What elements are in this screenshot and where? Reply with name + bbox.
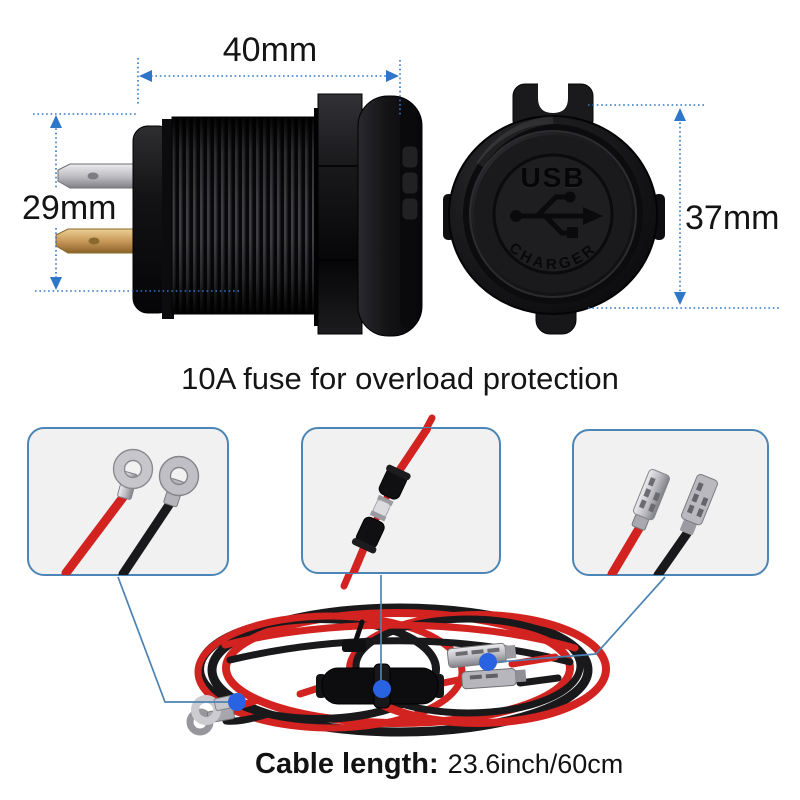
marker-dot xyxy=(373,680,391,698)
rear-collar xyxy=(162,119,174,319)
arrowhead-down xyxy=(674,292,686,305)
front-bezel-side xyxy=(357,95,423,337)
mounting-nut xyxy=(317,93,363,335)
cover-ring-highlight xyxy=(469,130,637,298)
callout-panel-inline-fuse xyxy=(301,414,501,590)
cable-length-value: 23.6inch/60cm xyxy=(447,749,624,779)
cable-length-caption: Cable length: 23.6inch/60cm xyxy=(255,748,623,781)
charger-side-view-photo xyxy=(55,93,423,337)
arrowhead-left xyxy=(139,70,152,82)
spade-terminal-silver xyxy=(57,163,141,189)
marker-dot xyxy=(479,653,497,671)
spade-connectors-on-cable xyxy=(446,642,562,690)
panel-frame xyxy=(572,429,769,576)
arrowhead-up xyxy=(674,108,686,121)
dimension-label-height-left: 29mm xyxy=(22,189,117,227)
fuse-end-cap xyxy=(369,510,387,522)
gloss-highlight xyxy=(476,116,554,168)
callout-panel-spade-connectors xyxy=(572,429,769,576)
cover-ring xyxy=(463,124,643,304)
callout-line-right xyxy=(497,576,666,663)
ring-terminal xyxy=(114,450,152,488)
red-wire-stub xyxy=(340,568,354,590)
arrowhead-down xyxy=(50,277,62,290)
spade-terminal-brass xyxy=(55,228,139,254)
callout-line-left xyxy=(117,576,228,703)
dimension-label-width: 40mm xyxy=(222,31,318,69)
black-wire xyxy=(118,497,176,575)
callout-marker-dots xyxy=(228,653,497,711)
arrowhead-right xyxy=(386,70,399,82)
callout-panel-ring-terminals xyxy=(27,427,229,576)
red-wire xyxy=(61,487,132,575)
usb-cap-label-emboss: USB xyxy=(520,163,585,194)
panel-frame xyxy=(301,427,501,574)
spade-connector xyxy=(680,473,718,536)
usb-trident-icon xyxy=(510,191,603,238)
dimension-label-height-right: 37mm xyxy=(685,199,780,237)
black-wire xyxy=(653,527,693,575)
threaded-barrel xyxy=(171,116,317,315)
ring-terminal xyxy=(160,457,198,495)
fuse-holder-open xyxy=(351,464,411,554)
red-wire xyxy=(607,522,645,575)
marker-dot xyxy=(228,693,246,711)
cable-harness-photo xyxy=(186,603,610,737)
zip-tie xyxy=(342,619,366,652)
cable-length-label: Cable length: xyxy=(255,748,439,780)
dimension-lines xyxy=(33,58,780,309)
dimension-arrowheads xyxy=(50,70,686,305)
barrel-groove xyxy=(314,108,320,326)
headline-text: 10A fuse for overload protection xyxy=(181,361,619,396)
arrowhead-up xyxy=(50,115,62,128)
charger-front-view-photo: USB USB CHARGER xyxy=(443,82,665,335)
usb-cap-label: USB xyxy=(520,162,585,193)
spade-connector xyxy=(631,468,670,531)
red-wire xyxy=(395,428,431,475)
callout-lines xyxy=(117,575,666,703)
fuse-end-cap xyxy=(376,494,394,507)
